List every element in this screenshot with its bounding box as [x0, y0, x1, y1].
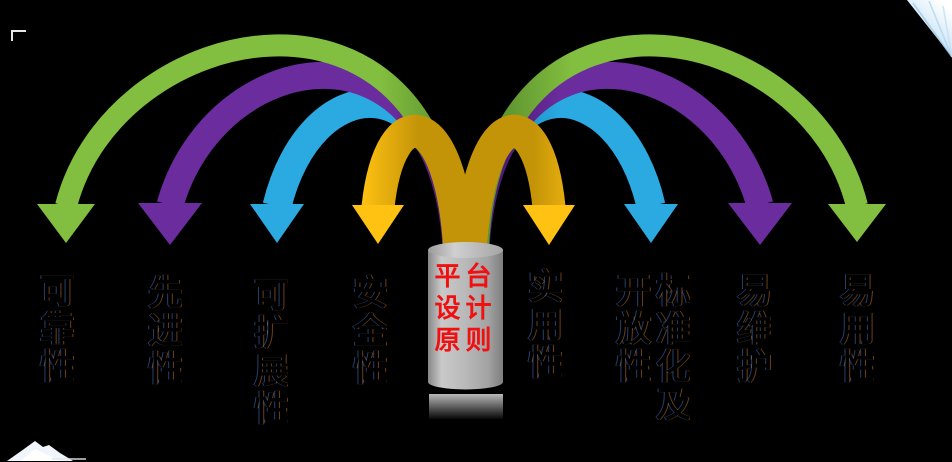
arrow-yellow-left-ribbon: [361, 115, 477, 253]
center-title-line1: 平台: [434, 262, 497, 292]
arrowhead-blue-left: [250, 204, 304, 243]
principle-label-security: 安全性: [347, 274, 387, 388]
cylinder-bottom: [428, 374, 503, 390]
arrowhead-yellow-left: [352, 205, 404, 244]
cylinder-body: [428, 250, 503, 382]
principle-label-practicality: 实用性: [522, 268, 562, 382]
arrowhead-yellow-right: [523, 205, 575, 245]
principle-label-maintainability: 易维护: [731, 272, 771, 386]
arrowhead-blue-right: [624, 204, 678, 243]
arrowhead-green-right: [828, 204, 886, 242]
mountain-decoration: [7, 441, 86, 461]
principle-label-usability: 易用性: [834, 272, 874, 386]
principle-label-standardization-openness: 标准化及开放性: [610, 272, 690, 424]
center-title: 平台 设计 原则: [427, 261, 504, 357]
cylinder-top: [428, 242, 503, 258]
principle-label-scalability: 可扩展性: [248, 276, 288, 428]
mountain-base-line: [52, 458, 86, 460]
arrow-yellow-left: [352, 115, 477, 253]
arrowhead-purple-right: [728, 203, 792, 245]
swoosh-streak: [912, 2, 952, 58]
crop-mark: [11, 30, 26, 41]
cylinder-reflection: [429, 394, 503, 419]
corner-swoosh: [907, 0, 952, 58]
principle-label-advancement: 先进性: [142, 274, 182, 388]
center-title-line3: 原则: [434, 326, 497, 356]
principle-label-reliability: 可靠性: [34, 272, 74, 386]
swoosh-streak: [942, 5, 952, 58]
center-title-line2: 设计: [434, 294, 497, 324]
arrowhead-green-left: [37, 204, 95, 243]
arrow-yellow-right: [453, 115, 575, 254]
arrowhead-purple-left: [138, 203, 202, 245]
mountain-shape: [7, 441, 73, 461]
arrow-yellow-right-ribbon: [453, 115, 566, 254]
mountain-highlight: [20, 449, 60, 461]
swoosh-streak: [928, 0, 952, 58]
cylinder: [428, 242, 503, 419]
